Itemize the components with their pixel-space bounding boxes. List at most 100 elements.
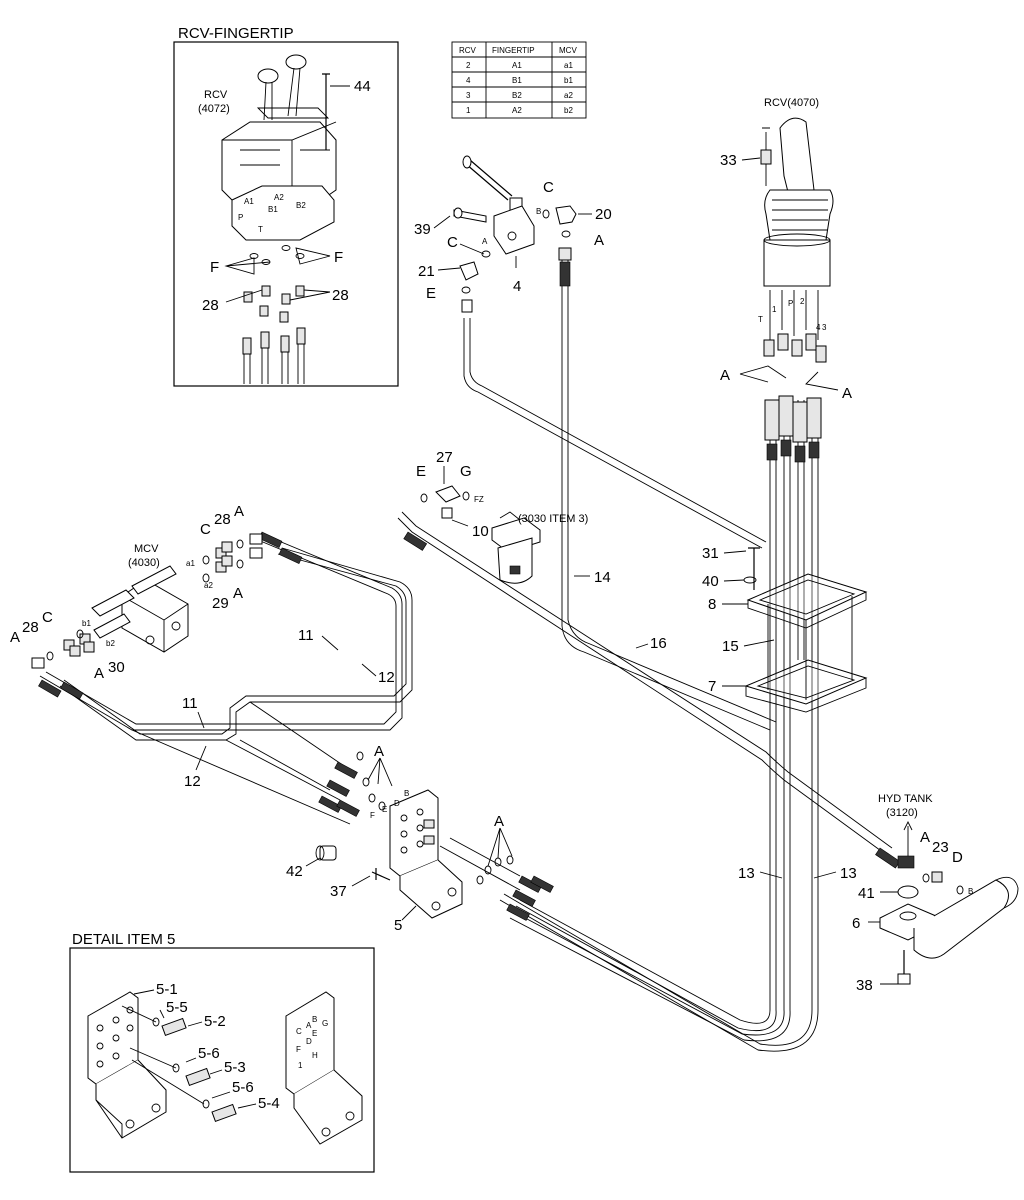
bracket-5-assembly: [315, 751, 514, 919]
rcv4072-label-line1: RCV: [204, 89, 228, 101]
callout-5-6b: 5-6: [232, 1079, 254, 1096]
callout-28-mcv-left: 28: [22, 619, 39, 636]
callout-20: 20: [595, 206, 612, 223]
hyd-tank-label-line2: (3120): [886, 807, 918, 819]
callout-38: 38: [856, 977, 873, 994]
table-cell: a2: [564, 91, 573, 100]
detail-item5-frame: [69, 947, 375, 1173]
rcv4070-port-3: 3: [822, 323, 827, 332]
bracket-letter-g: G: [322, 1019, 328, 1028]
table-header-fingertip: FINGERTIP: [492, 46, 535, 55]
hyd-tank-label-line1: HYD TANK: [878, 793, 933, 805]
table-cell: 1: [466, 106, 471, 115]
callout-39: 39: [414, 221, 431, 238]
callout-c-mcv: C: [200, 521, 211, 538]
bolt-44: [322, 73, 330, 150]
hyd-tank-assembly: HYD TANK (3120): [878, 793, 1019, 985]
callout-c-mcv-left: C: [42, 609, 53, 626]
mcv-label-line1: MCV: [134, 543, 159, 555]
bracket-letter-h: H: [312, 1051, 318, 1060]
table-cell: b1: [564, 76, 573, 85]
bracket-port-d: D: [394, 799, 400, 808]
mcv-port-a2: a2: [204, 581, 213, 590]
callout-14: 14: [594, 569, 611, 586]
callout-a-top: A: [594, 232, 604, 249]
rcv4070-hoses: [764, 395, 822, 1010]
callout-11-upper: 11: [298, 627, 314, 644]
fingertip-port-b1: B1: [268, 205, 278, 214]
fingertip-port-a2: A2: [274, 193, 284, 202]
detail-item5-title: DETAIL ITEM 5: [72, 931, 175, 948]
bracket-port-f: F: [370, 811, 375, 820]
callout-40: 40: [702, 573, 719, 590]
callout-23: 23: [932, 839, 949, 856]
bracket-letter-f: F: [296, 1045, 301, 1054]
bracket-letter-c: C: [296, 1027, 302, 1036]
mounting-plates: [743, 547, 868, 713]
pipe-network: [38, 247, 901, 1052]
callout-a-tank: A: [920, 829, 930, 846]
mcv-assembly: MCV (4030): [91, 543, 189, 653]
callout-e-top: E: [426, 285, 436, 302]
tank-port-b: B: [968, 887, 973, 896]
bracket-letter-a: A: [306, 1021, 312, 1030]
rcv4070-port-2: 2: [800, 297, 805, 306]
callout-33: 33: [720, 152, 737, 169]
callout-15: 15: [722, 638, 739, 655]
rcv-fingertip-valve: [221, 54, 337, 241]
callout-4: 4: [513, 278, 521, 295]
callout-12-lower: 12: [184, 773, 201, 790]
fingertip-port-p: P: [238, 213, 243, 222]
bracket-letter-b: B: [312, 1015, 317, 1024]
table-cell: 4: [466, 76, 471, 85]
table-cell: a1: [564, 61, 573, 70]
rcv4070-label: RCV(4070): [764, 97, 819, 109]
callout-a-left-rcv: A: [720, 367, 730, 384]
callout-5-6a: 5-6: [198, 1045, 220, 1062]
callout-12-upper: 12: [378, 669, 395, 686]
callout-a-mcv-top: A: [234, 503, 244, 520]
callout-30: 30: [108, 659, 125, 676]
callout-f-left: F: [210, 259, 219, 276]
callout-a-right-rcv: A: [842, 385, 852, 402]
table-cell: A2: [512, 106, 522, 115]
bracket-port-b: B: [404, 789, 409, 798]
callout-a-bracket-left: A: [374, 743, 384, 760]
callout-7: 7: [708, 678, 716, 695]
mcv-port-a1: a1: [186, 559, 195, 568]
rcv4070-port-4: 4: [816, 323, 821, 332]
valve-4-assembly: [453, 155, 577, 313]
bracket-letter-1: 1: [298, 1061, 303, 1070]
callout-5-3: 5-3: [224, 1059, 246, 1076]
rcv4070-joystick: RCV(4070): [760, 97, 834, 363]
rcv4070-port-1: 1: [772, 305, 777, 314]
callout-5-4: 5-4: [258, 1095, 280, 1112]
callout-10: 10: [472, 523, 489, 540]
callout-29: 29: [212, 595, 229, 612]
filter-port-fz: FZ: [474, 495, 484, 504]
mcv-port-b1: b1: [82, 619, 91, 628]
callout-31: 31: [702, 545, 719, 562]
callout-a-mcv-low: A: [94, 665, 104, 682]
callout-42: 42: [286, 863, 303, 880]
mcv-port-b2: b2: [106, 639, 115, 648]
callout-28-left: 28: [202, 297, 219, 314]
callout-41: 41: [858, 885, 875, 902]
rcv4072-label-line2: (4072): [198, 103, 230, 115]
callout-13-right: 13: [840, 865, 857, 882]
filter-assembly: [420, 485, 541, 584]
bracket-port-e: E: [382, 805, 387, 814]
table-header-mcv: MCV: [559, 46, 577, 55]
fingertip-fittings: [243, 285, 305, 323]
fingertip-port-b2: B2: [296, 201, 306, 210]
callout-c-mid: C: [447, 234, 458, 251]
callout-5-1: 5-1: [156, 981, 178, 998]
table-header-rcv: RCV: [459, 46, 477, 55]
table-cell: 3: [466, 91, 471, 100]
callout-d-tank: D: [952, 849, 963, 866]
callout-21: 21: [418, 263, 435, 280]
callout-28-right: 28: [332, 287, 349, 304]
callout-28-mcv-top: 28: [214, 511, 231, 528]
callout-5-2: 5-2: [204, 1013, 226, 1030]
